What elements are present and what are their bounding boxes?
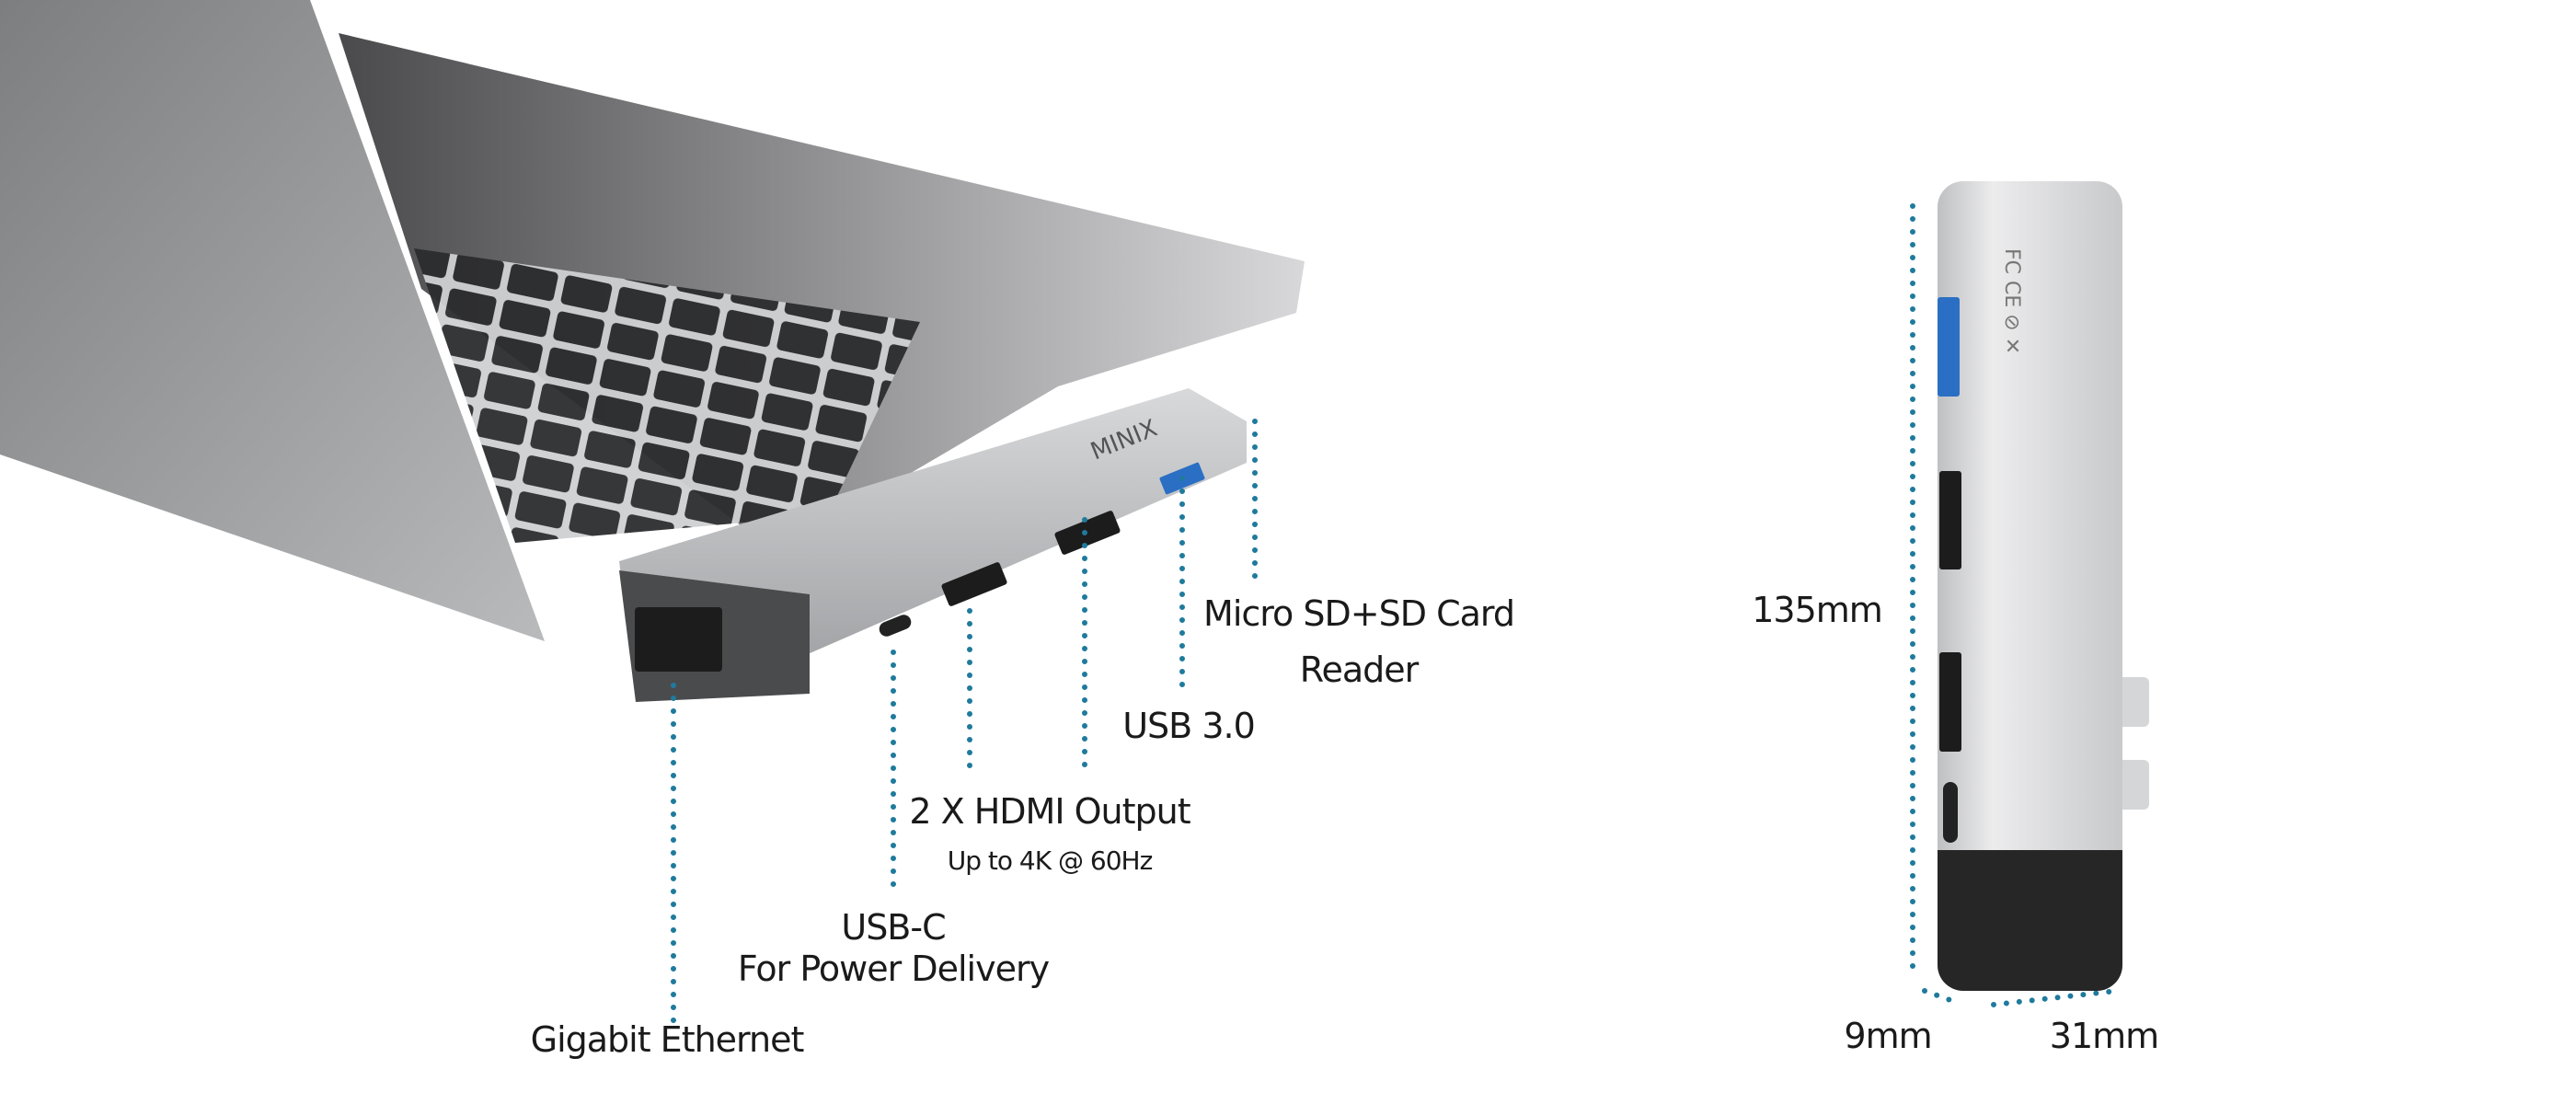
hub-side-connector-1 (2116, 677, 2149, 727)
laptop-lid (0, 0, 545, 641)
hdmi-port-side-2 (1939, 652, 1961, 752)
ethernet-label: Gigabit Ethernet (530, 1019, 805, 1060)
hub-side-connector-2 (2116, 760, 2149, 810)
usb3-label: USB 3.0 (1122, 706, 1256, 746)
hdmi-port-1 (941, 562, 1007, 606)
width-dimension: 31mm (2049, 1016, 2159, 1056)
usbc-label: USB-C (841, 907, 946, 948)
thickness-dimension: 9mm (1844, 1016, 1932, 1056)
card-reader-label-2: Reader (1299, 650, 1419, 690)
hdmi-port-side-1 (1939, 471, 1961, 569)
keyboard (414, 248, 920, 543)
hdmi-label: 2 X HDMI Output (909, 791, 1190, 832)
certification-marks: FC CE ⊘ ✕ (2000, 248, 2023, 354)
usbc-port-side (1943, 782, 1958, 843)
hdmi-sublabel: Up to 4K @ 60Hz (947, 845, 1154, 876)
usbc-sublabel: For Power Delivery (737, 949, 1050, 989)
laptop-deck (339, 33, 1305, 552)
length-dimension: 135mm (1752, 590, 1883, 630)
hub-ethernet-cap (1938, 850, 2122, 991)
callout-lines (671, 203, 2120, 1027)
card-reader-label: Micro SD+SD Card (1203, 593, 1515, 634)
ethernet-port (635, 607, 722, 672)
usb3-port-side (1938, 297, 1960, 397)
hub-standalone (1938, 181, 2122, 991)
usbc-port (879, 615, 912, 637)
